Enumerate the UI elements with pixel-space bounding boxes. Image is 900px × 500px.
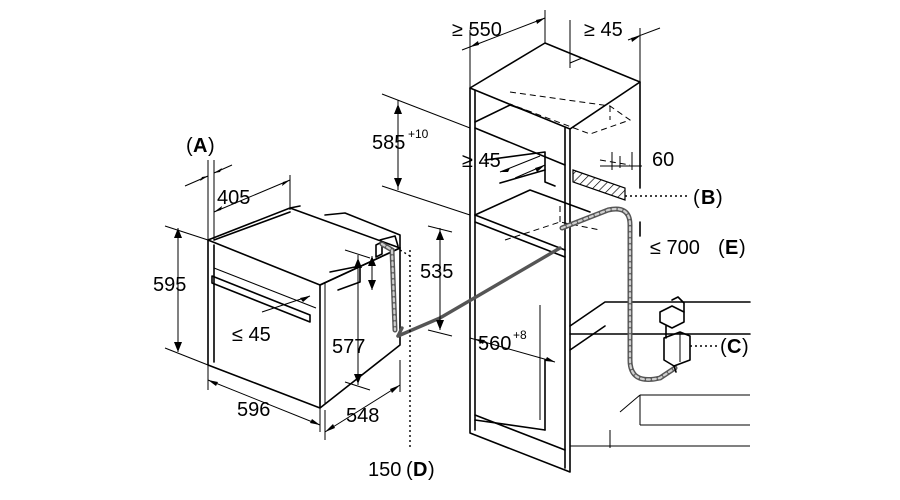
- label-560-sup: +8: [513, 328, 527, 342]
- label-ref-b-close: ): [716, 187, 723, 209]
- label-548: 548: [346, 405, 379, 427]
- dimension-lines: [164, 10, 718, 450]
- label-60: 60: [652, 149, 674, 171]
- label-577: 577: [332, 336, 365, 358]
- label-45-handle: ≤ 45: [232, 324, 271, 346]
- label-405: 405: [217, 187, 250, 209]
- dimension-labels: ( A ) 405 595 ≤ 45 596 548 577 535 150 (…: [153, 19, 749, 481]
- label-ref-b-open: (: [693, 187, 700, 209]
- label-ref-c-open: (: [720, 336, 727, 358]
- label-ref-a: A: [193, 135, 207, 157]
- label-ref-a-close: ): [208, 135, 215, 157]
- label-ref-e-open: (: [718, 237, 725, 259]
- label-ref-c: C: [727, 336, 741, 358]
- label-ref-d-open: (: [406, 459, 413, 481]
- label-45-shelf: ≥ 45: [462, 150, 501, 172]
- label-ref-e-close: ): [739, 237, 746, 259]
- label-595: 595: [153, 274, 186, 296]
- label-560: 560: [478, 333, 511, 355]
- water-connector-c-icon: [659, 296, 691, 373]
- label-700: ≤ 700: [650, 237, 700, 259]
- label-150: 150: [368, 459, 401, 481]
- label-550: ≥ 550: [452, 19, 502, 41]
- label-585: 585: [372, 132, 405, 154]
- label-ref-d-letter: D: [413, 459, 427, 481]
- label-535: 535: [420, 261, 453, 283]
- label-ref-c-close: ): [742, 336, 749, 358]
- oven-appliance: [207, 205, 401, 409]
- drain-hose-e: [559, 206, 678, 382]
- label-ref-b: B: [701, 187, 715, 209]
- label-ref-d-close: ): [428, 459, 435, 481]
- tall-cabinet: [469, 42, 751, 473]
- label-ref-e: E: [725, 237, 738, 259]
- label-596: 596: [237, 399, 270, 421]
- label-45-top: ≥ 45: [584, 19, 623, 41]
- label-585-sup: +10: [408, 127, 429, 141]
- label-ref-a-open: (: [186, 135, 193, 157]
